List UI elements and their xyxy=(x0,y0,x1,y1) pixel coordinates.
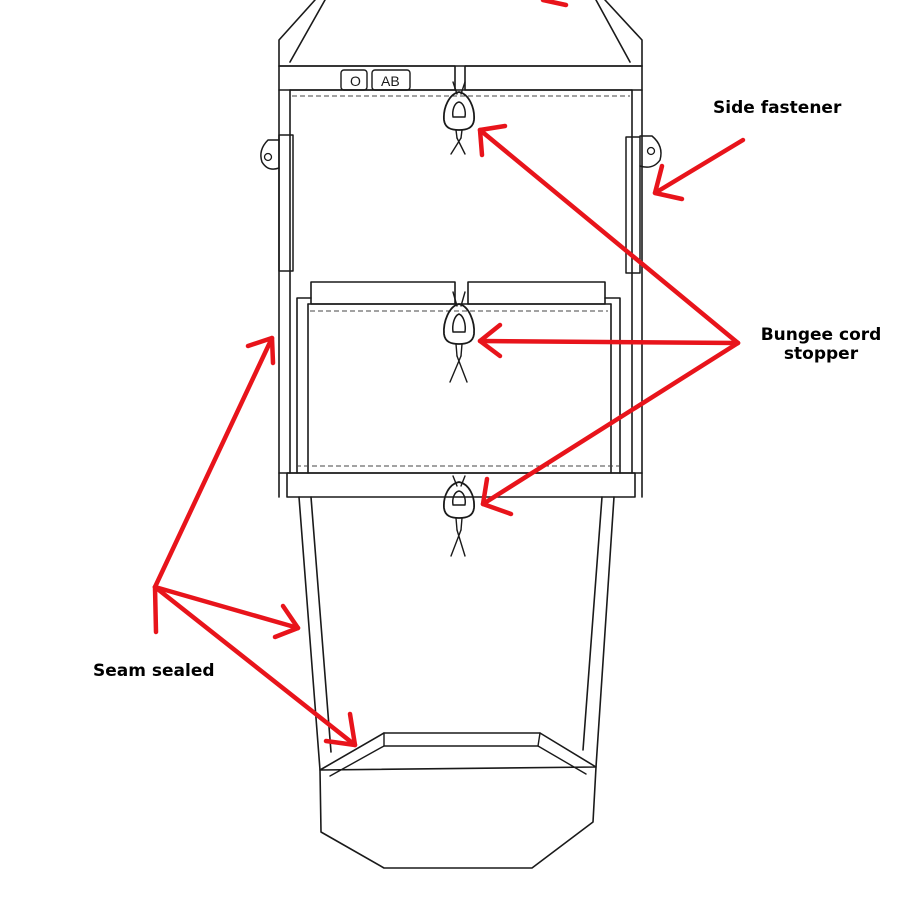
lower-band xyxy=(286,472,636,498)
side-fastener-right xyxy=(625,135,662,274)
arrow-seam-stem xyxy=(152,584,159,635)
arrow-fragment-top xyxy=(540,0,569,8)
bungee-stopper-2 xyxy=(443,291,475,383)
arrow-seam-3 xyxy=(152,584,358,748)
label-bungee-line1: Bungee cord xyxy=(760,325,882,345)
pocket-tag-1-text: O xyxy=(350,73,361,89)
bungee-stopper-3 xyxy=(443,475,475,557)
pocket-tag-2-text: AB xyxy=(381,73,400,89)
label-bungee-line2: stopper xyxy=(783,344,859,364)
label-side-fastener: Side fastener xyxy=(713,98,842,118)
bottom-base xyxy=(319,732,597,777)
lower-body xyxy=(298,496,615,869)
arrow-side-fastener xyxy=(652,137,746,202)
arrow-seam-1 xyxy=(152,335,276,590)
middle-pocket xyxy=(278,281,643,474)
arrow-bungee-1 xyxy=(477,123,741,346)
top-gable xyxy=(278,0,643,67)
label-bungee-cord-stopper: Bungee cord stopper xyxy=(746,326,896,364)
top-band: O AB xyxy=(278,65,643,91)
side-fastener-left xyxy=(260,134,294,272)
arrow-bungee-3 xyxy=(480,340,741,517)
label-seam-sealed: Seam sealed xyxy=(93,661,215,681)
arrow-seam-2 xyxy=(152,584,301,640)
arrow-bungee-2 xyxy=(477,322,741,359)
bungee-stopper-1 xyxy=(443,81,475,155)
